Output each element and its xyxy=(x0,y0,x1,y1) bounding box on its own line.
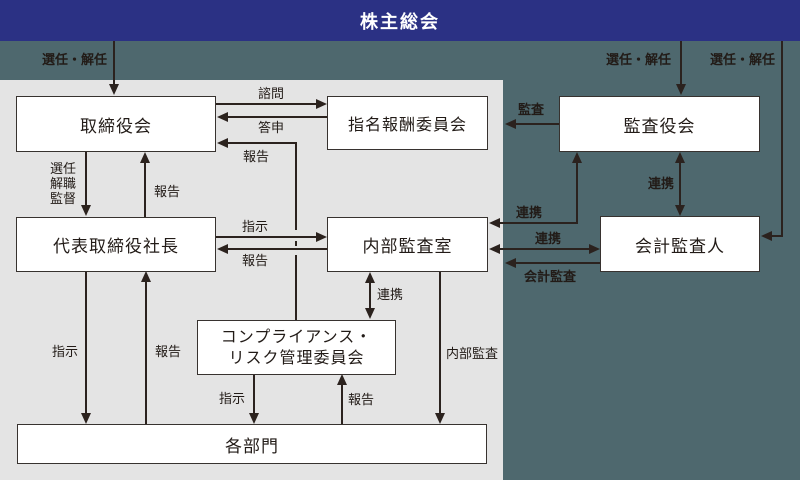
box-audit-supervisory-board: 監査役会 xyxy=(559,96,760,152)
arrow-appoint-audit-board-line xyxy=(680,41,682,86)
arrow-ia-report-line xyxy=(228,248,328,250)
arrow-accounting-audit-head xyxy=(505,258,516,268)
arrow-instruct-dept-head xyxy=(81,413,91,424)
box-accounting-auditor: 会計監査人 xyxy=(600,216,760,272)
arrow-supervise-head xyxy=(81,205,91,216)
arrow-audit-head xyxy=(505,119,516,129)
shareholders-meeting-bar: 株主総会 xyxy=(0,0,800,41)
compliance-risk-committee-label-line1: コンプライアンス・ xyxy=(220,328,373,346)
internal-audit-office-label: 内部監査室 xyxy=(362,237,453,256)
arrow-president-report-head xyxy=(140,152,150,163)
arrow-instruct-ia-head xyxy=(316,232,327,242)
arrow-appoint-board-line xyxy=(113,41,115,86)
box-compliance-risk-committee: コンプライアンス・ リスク管理委員会 xyxy=(197,320,396,375)
arrow-internal-audit-line xyxy=(439,271,441,414)
arrow-appoint-accounting-head xyxy=(761,231,772,241)
arrow-dept-report-head xyxy=(141,271,151,282)
departments-label: 各部門 xyxy=(225,436,279,456)
arrow-reply-line xyxy=(228,116,328,118)
label-ab-ia-cooperation: 連携 xyxy=(516,205,543,220)
label-president-report: 報告 xyxy=(154,184,181,199)
label-ab-aa-cooperation: 連携 xyxy=(648,176,675,191)
label-instruct-dept: 指示 xyxy=(52,344,79,359)
arrow-appoint-accounting-line-h xyxy=(770,235,783,237)
label-advisory: 諮問 xyxy=(258,86,285,101)
arrow-instruct-ia-line xyxy=(216,236,318,238)
arrow-compliance-instruct-head xyxy=(249,413,259,424)
arrow-ab-ia-head-up xyxy=(572,152,582,163)
label-appoint-dismiss-board: 選任・解任 xyxy=(42,52,108,67)
arrow-compliance-report-head xyxy=(217,138,228,148)
arrow-advisory-line xyxy=(216,103,318,105)
arrow-compliance-report-line-v2 xyxy=(295,241,297,246)
arrow-compliance-report-line-h xyxy=(228,142,297,144)
arrow-accounting-audit-line xyxy=(515,262,601,264)
arrow-ia-compliance-head-up xyxy=(365,272,375,283)
label-dept-report: 報告 xyxy=(155,344,182,359)
representative-director-president-label: 代表取締役社長 xyxy=(53,237,179,256)
label-ia-compliance-cooperation: 連携 xyxy=(377,287,404,302)
label-ia-aa-cooperation: 連携 xyxy=(535,231,562,246)
arrow-compliance-report-line-v1 xyxy=(295,142,297,230)
arrow-dept-compliance-report-line xyxy=(341,385,343,424)
board-of-directors-label: 取締役会 xyxy=(80,116,152,136)
arrow-appoint-accounting-line-v xyxy=(781,41,783,237)
label-accounting-audit: 会計監査 xyxy=(524,269,577,284)
arrow-reply-head xyxy=(217,112,228,122)
arrow-supervise-line xyxy=(85,152,87,206)
arrow-compliance-report-line-v3 xyxy=(295,255,297,320)
label-audit: 監査 xyxy=(518,102,545,117)
arrow-instruct-dept-line xyxy=(85,272,87,414)
audit-supervisory-board-label: 監査役会 xyxy=(623,116,696,136)
arrow-advisory-head xyxy=(316,99,327,109)
arrow-ab-aa-head-up xyxy=(675,152,685,163)
box-departments: 各部門 xyxy=(17,424,487,464)
arrow-ia-aa-head-right xyxy=(589,244,600,254)
box-internal-audit-office: 内部監査室 xyxy=(327,217,488,272)
arrow-ia-compliance-line xyxy=(369,281,371,311)
label-appoint-dismiss-accounting: 選任・解任 xyxy=(710,52,776,67)
arrow-internal-audit-head xyxy=(435,413,445,424)
arrow-appoint-board-head xyxy=(109,84,119,95)
box-nomination-compensation-committee: 指名報酬委員会 xyxy=(327,96,488,150)
label-compliance-report: 報告 xyxy=(243,149,270,164)
shareholders-meeting-label: 株主総会 xyxy=(360,11,440,32)
label-instruct-ia: 指示 xyxy=(242,219,269,234)
arrow-ab-ia-line-v xyxy=(576,162,578,224)
label-dept-compliance-report: 報告 xyxy=(348,392,375,407)
arrow-ia-report-head xyxy=(217,244,228,254)
box-representative-director-president: 代表取締役社長 xyxy=(16,217,216,272)
arrow-president-report-line xyxy=(144,163,146,217)
arrow-ia-aa-line xyxy=(499,248,591,250)
label-appoint-dismiss-audit-board: 選任・解任 xyxy=(606,52,672,67)
arrow-dept-report-line xyxy=(145,282,147,424)
compliance-risk-committee-label-line2: リスク管理委員会 xyxy=(228,349,365,367)
arrow-dept-compliance-report-head xyxy=(337,374,347,385)
arrow-ab-ia-line-h xyxy=(499,222,578,224)
arrow-audit-line xyxy=(515,123,560,125)
label-appoint-dismiss-supervise: 選任 解職 監督 xyxy=(50,161,77,206)
arrow-ia-aa-head-left xyxy=(489,244,500,254)
label-compliance-instruct: 指示 xyxy=(219,391,246,406)
arrow-ia-compliance-head-down xyxy=(365,308,375,319)
arrow-appoint-audit-board-head xyxy=(676,84,686,95)
label-ia-report: 報告 xyxy=(242,253,269,268)
nomination-compensation-committee-label: 指名報酬委員会 xyxy=(347,117,467,134)
arrow-ab-aa-line xyxy=(679,162,681,207)
label-reply: 答申 xyxy=(258,120,285,135)
arrow-ab-ia-head-left xyxy=(489,218,500,228)
arrow-compliance-instruct-line xyxy=(253,375,255,414)
arrow-ab-aa-head-down xyxy=(675,205,685,216)
box-board-of-directors: 取締役会 xyxy=(16,96,216,152)
accounting-auditor-label: 会計監査人 xyxy=(635,236,725,256)
label-internal-audit: 内部監査 xyxy=(446,346,499,361)
